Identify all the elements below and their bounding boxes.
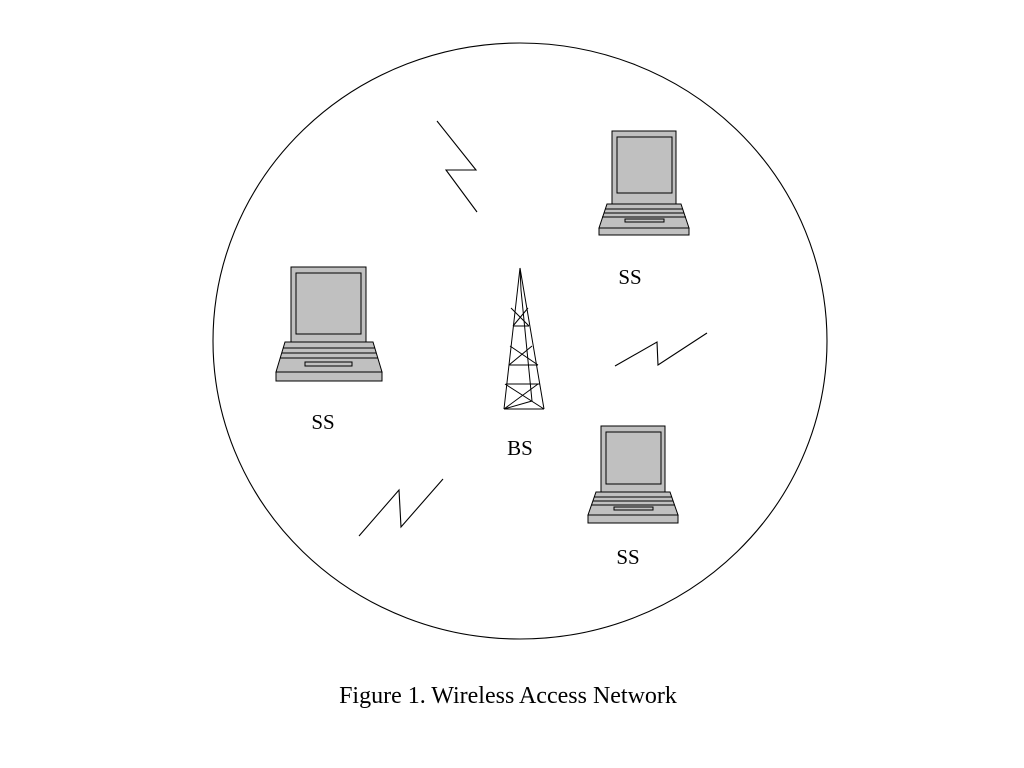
ss-top-right-label: SS	[618, 265, 641, 289]
wireless-signal-icon	[614, 332, 708, 367]
laptop-icon	[587, 425, 679, 524]
ss-bottom-right-label: SS	[616, 545, 639, 569]
bs-label: BS	[507, 436, 533, 460]
base-station-tower-icon	[503, 267, 545, 410]
figure-caption: Figure 1. Wireless Access Network	[339, 683, 677, 709]
coverage-area-circle	[212, 42, 828, 640]
laptop-icon	[598, 130, 690, 236]
laptop-icon	[275, 266, 383, 382]
ss-left-label: SS	[311, 410, 334, 434]
wireless-signal-icon	[436, 120, 478, 213]
wireless-signal-icon	[358, 478, 444, 537]
